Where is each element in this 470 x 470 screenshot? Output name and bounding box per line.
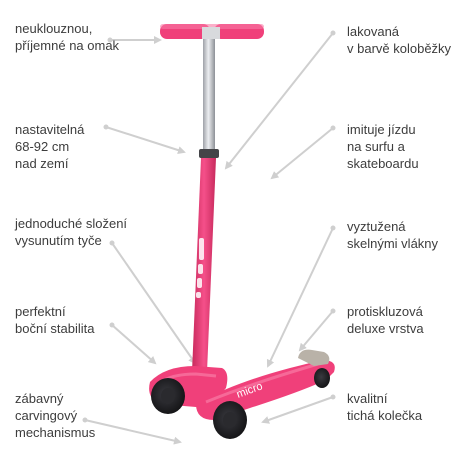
- feature-text-line: perfektní: [15, 304, 66, 319]
- feature-text-line: lakovaná: [347, 24, 400, 39]
- pointer-lacquer: [224, 32, 334, 170]
- feature-text-line: zábavný: [15, 391, 64, 406]
- pointer-fold: [111, 242, 197, 365]
- feature-text-line: na surfu a: [347, 139, 405, 154]
- metal-stem: [203, 39, 215, 157]
- feature-text-line: vysunutím tyče: [15, 233, 102, 248]
- pointer-height: [105, 126, 186, 154]
- feature-text-line: v barvě koloběžky: [347, 41, 452, 56]
- pointer-lines: [84, 32, 334, 445]
- feature-text-line: imituje jízdu: [347, 122, 416, 137]
- feature-label-fiberglass: vyztužená skelnými vlákny: [347, 218, 438, 252]
- feature-label-grips: neuklouznou, příjemné na omak: [15, 20, 119, 54]
- pointer-grip-layer: [298, 310, 334, 352]
- scooter-illustration: micro: [149, 24, 335, 439]
- pointer-dots: [82, 30, 336, 423]
- handlebar-center: [202, 27, 220, 39]
- pointer-wheels: [261, 396, 334, 424]
- feature-label-lacquered: lakovaná v barvě koloběžky: [347, 23, 451, 57]
- feature-text-line: nad zemí: [15, 156, 69, 171]
- feature-label-wheels: kvalitní tichá kolečka: [347, 390, 422, 424]
- pointer-surf: [270, 127, 334, 180]
- feature-text-line: neuklouznou,: [15, 21, 93, 36]
- feature-text-line: skateboardu: [347, 156, 419, 171]
- rear-brake: [298, 349, 330, 366]
- feature-text-line: mechanismus: [15, 425, 96, 440]
- feature-text-line: vyztužená: [347, 219, 406, 234]
- pink-stem: [192, 158, 216, 372]
- feature-label-surf: imituje jízdu na surfu a skateboardu: [347, 121, 419, 172]
- feature-label-grip-layer: protiskluzová deluxe vrstva: [347, 303, 424, 337]
- feature-label-stability: perfektní boční stabilita: [15, 303, 95, 337]
- feature-text-line: protiskluzová: [347, 304, 423, 319]
- feature-label-carving: zábavný carvingový mechanismus: [15, 390, 95, 441]
- feature-label-folding: jednoduché složení vysunutím tyče: [15, 215, 127, 249]
- feature-text-line: nastavitelná: [15, 122, 85, 137]
- feature-text-line: boční stabilita: [15, 321, 95, 336]
- feature-text-line: deluxe vrstva: [347, 321, 424, 336]
- feature-text-line: skelnými vlákny: [347, 236, 439, 251]
- feature-label-adjustable-height: nastavitelná 68-92 cm nad zemí: [15, 121, 84, 172]
- pointer-fiberglass: [266, 227, 334, 368]
- feature-text-line: 68-92 cm: [15, 139, 70, 154]
- pointer-carving: [84, 419, 182, 445]
- rear-wheel: [314, 368, 330, 388]
- feature-text-line: jednoduché složení: [15, 216, 128, 231]
- pointer-stability: [111, 324, 157, 365]
- feature-text-line: kvalitní: [347, 391, 388, 406]
- feature-text-line: carvingový: [15, 408, 78, 423]
- feature-text-line: tichá kolečka: [347, 408, 423, 423]
- stem-clamp: [199, 149, 219, 158]
- feature-text-line: příjemné na omak: [15, 38, 120, 53]
